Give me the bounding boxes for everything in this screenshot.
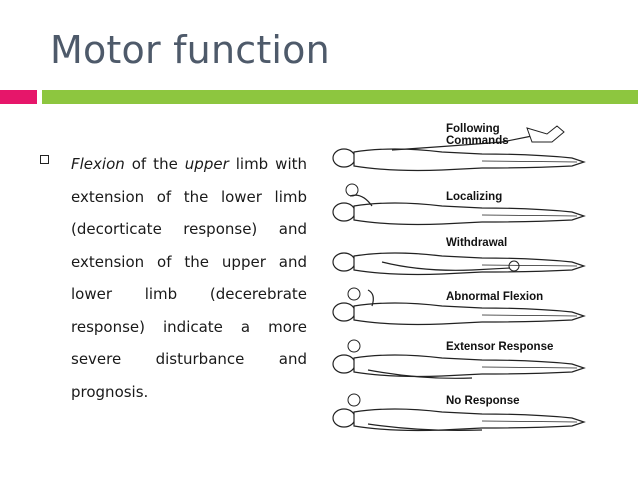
bullet-item: Flexion of the upper limb with extension… bbox=[40, 148, 307, 408]
bullet-text: Flexion of the upper limb with extension… bbox=[71, 148, 307, 408]
label-no-response: No Response bbox=[446, 395, 520, 407]
flexion-term: Flexion bbox=[71, 155, 125, 173]
label-extensor-response: Extensor Response bbox=[446, 341, 553, 353]
accent-bar-green bbox=[42, 90, 638, 104]
bullet-text-part: of the bbox=[124, 155, 185, 173]
figure-withdrawal bbox=[332, 252, 585, 276]
slide-title: Motor function bbox=[50, 28, 330, 72]
label-abnormal-flexion: Abnormal Flexion bbox=[446, 291, 543, 303]
figure-abnormal-flexion bbox=[332, 287, 585, 326]
label-following-1: Following bbox=[446, 123, 500, 135]
figure-extensor-response bbox=[332, 339, 585, 379]
accent-bar-pink bbox=[0, 90, 37, 104]
figure-no-response bbox=[332, 393, 585, 432]
figure-following-commands bbox=[332, 125, 585, 172]
square-bullet-icon bbox=[40, 155, 49, 164]
label-withdrawal: Withdrawal bbox=[446, 237, 507, 249]
label-localizing: Localizing bbox=[446, 191, 502, 203]
figure-localizing bbox=[332, 183, 585, 226]
bullet-text-rest: limb with extension of the lower limb (d… bbox=[71, 155, 308, 401]
label-following-2: Commands bbox=[446, 135, 509, 147]
upper-term: upper bbox=[184, 155, 229, 173]
motor-response-figure: Following Commands Localizing Withdrawal… bbox=[332, 123, 585, 432]
